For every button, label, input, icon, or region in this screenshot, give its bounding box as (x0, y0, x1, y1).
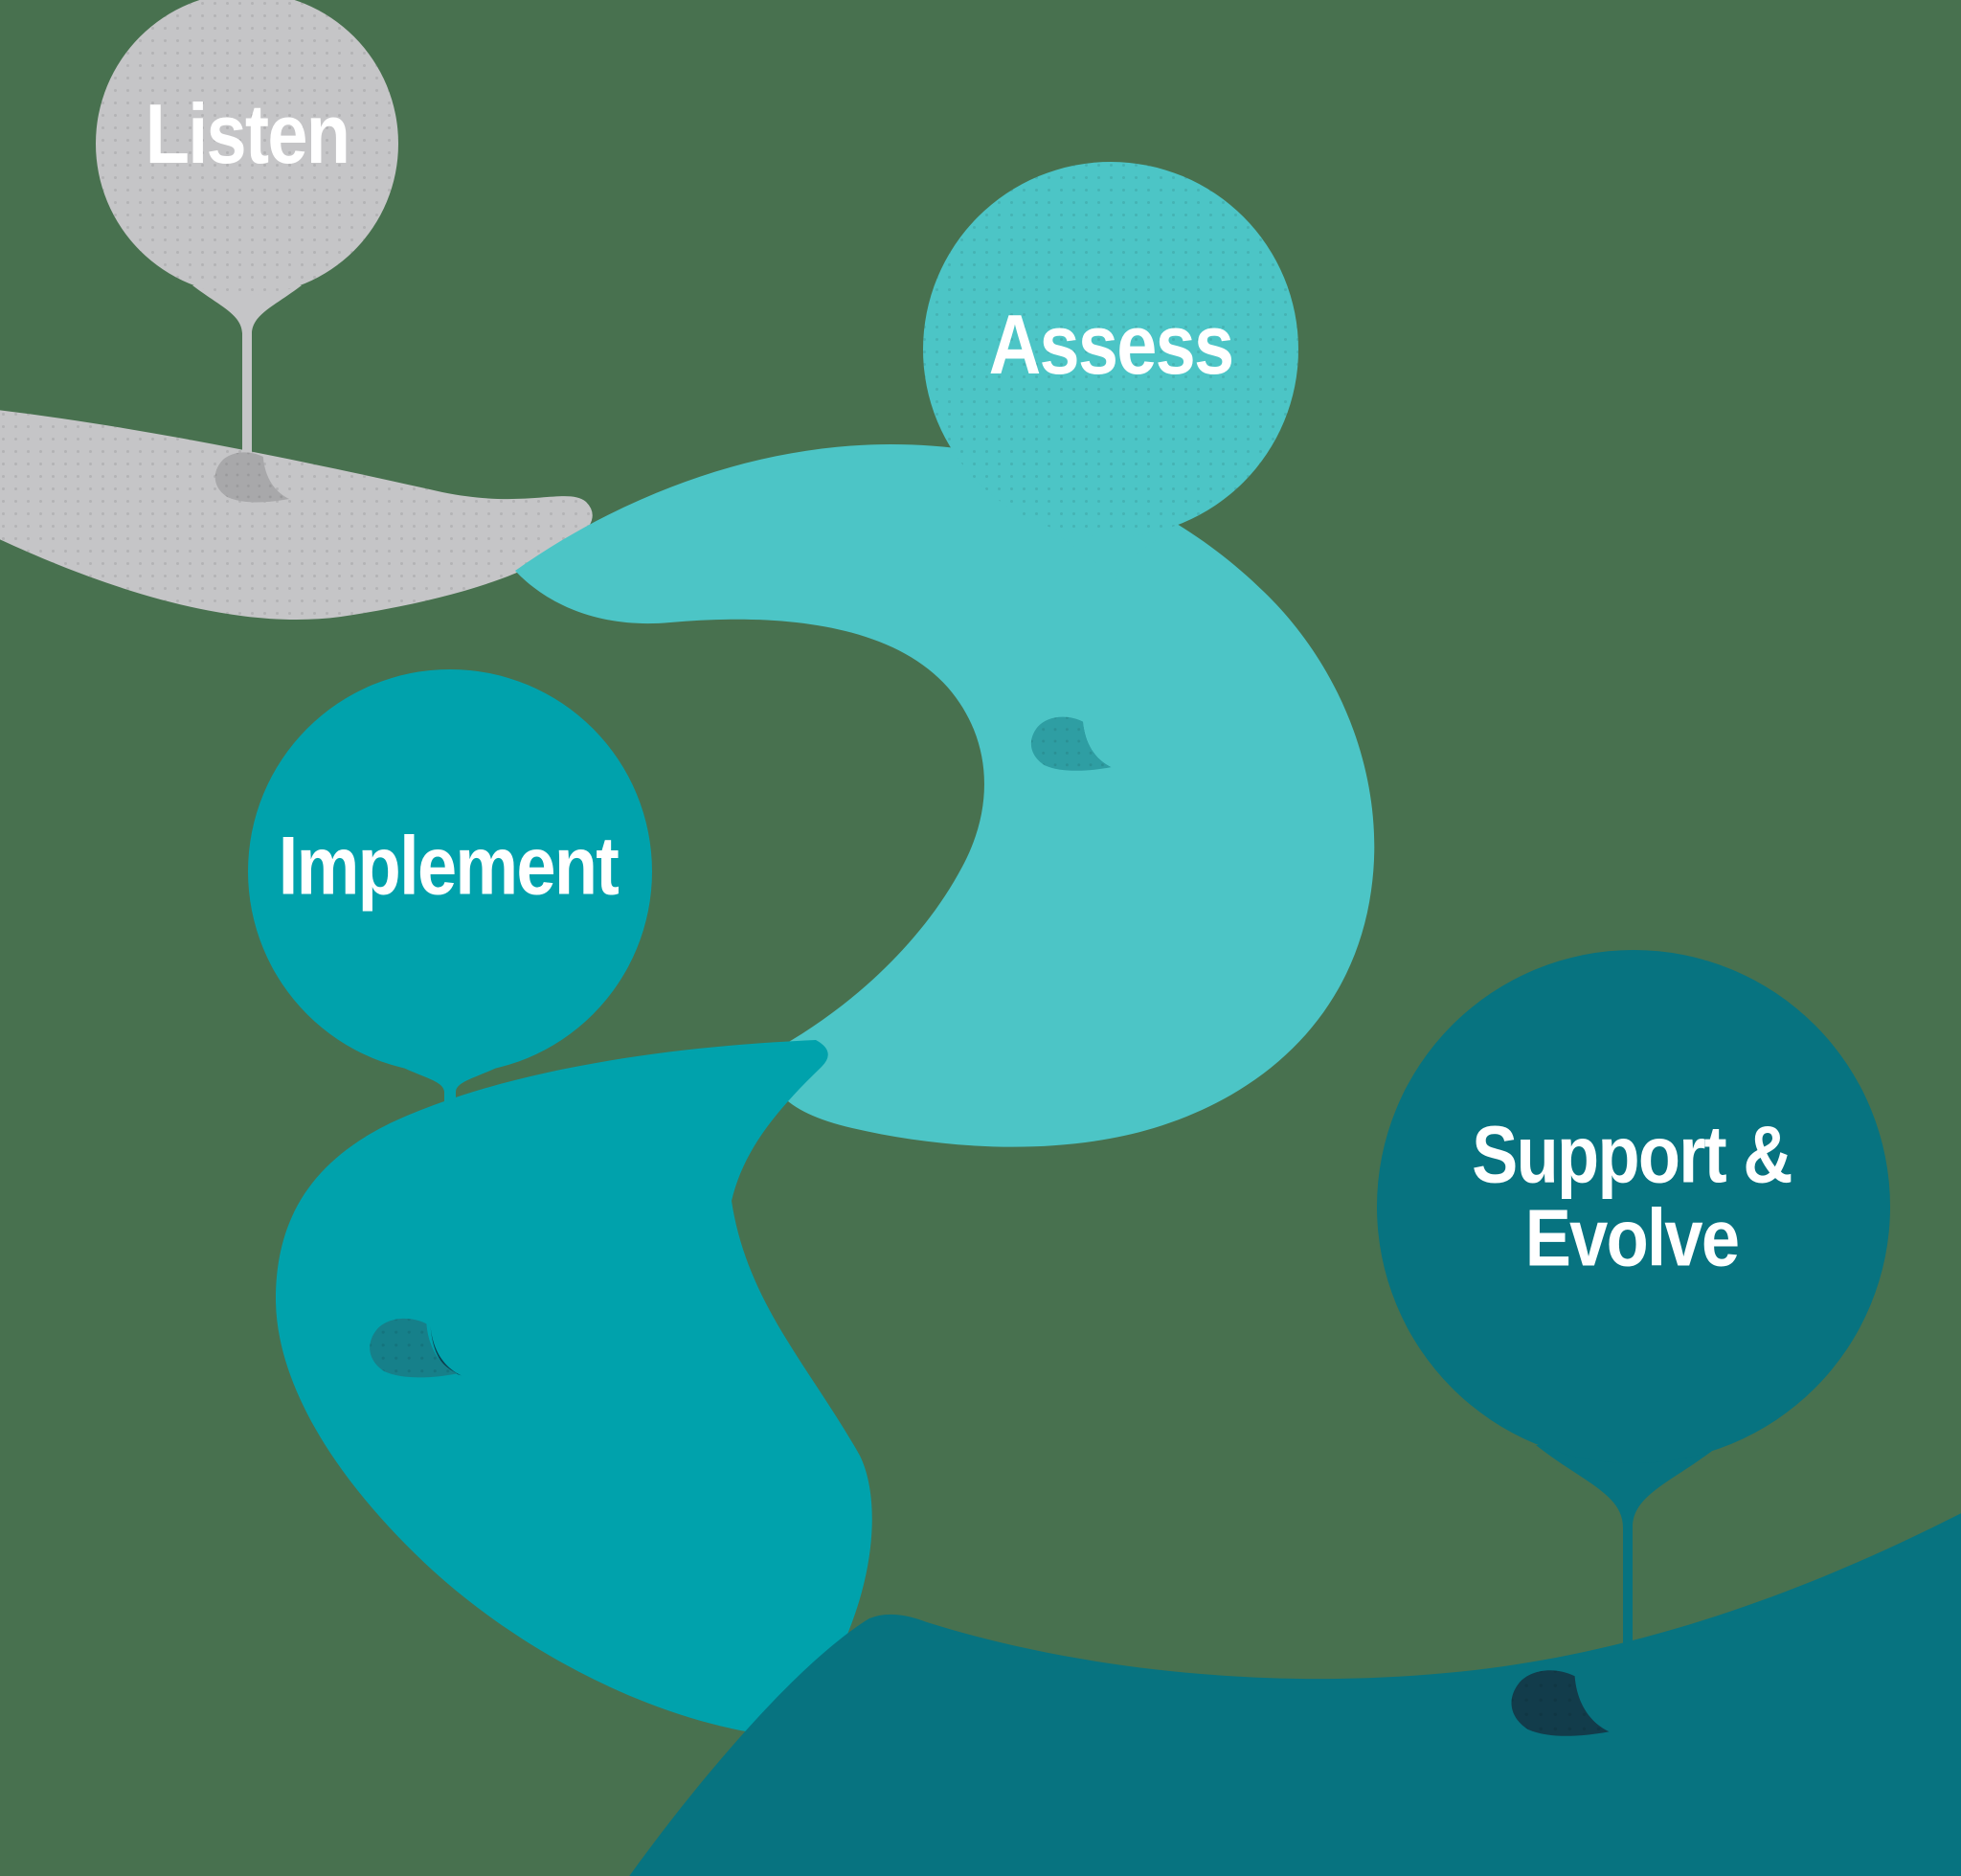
pin-label-implement-text: Implement (278, 820, 620, 913)
pin-label-assess: Assess (988, 297, 1235, 393)
pin-support (1377, 950, 1890, 1651)
pin-implement (248, 669, 652, 1115)
pin-label-listen: Listen (145, 86, 350, 182)
pin-bubble-listen-texture (96, 0, 398, 295)
pin-bubble-implement (248, 669, 652, 1074)
pin-label-support-line1: Support & (1472, 1109, 1792, 1200)
pin-label-listen-text: Listen (145, 86, 350, 182)
pin-listen (96, 0, 398, 465)
pin-label-implement: Implement (278, 820, 620, 913)
pin-assess (923, 162, 1298, 706)
pin-bubble-support (1377, 950, 1890, 1463)
pin-label-support-line2: Evolve (1524, 1193, 1740, 1283)
pin-bubble-assess-texture (923, 162, 1298, 537)
pin-label-assess-text: Assess (988, 297, 1235, 393)
pin-label-support: Support & Evolve (1343, 1109, 1920, 1283)
